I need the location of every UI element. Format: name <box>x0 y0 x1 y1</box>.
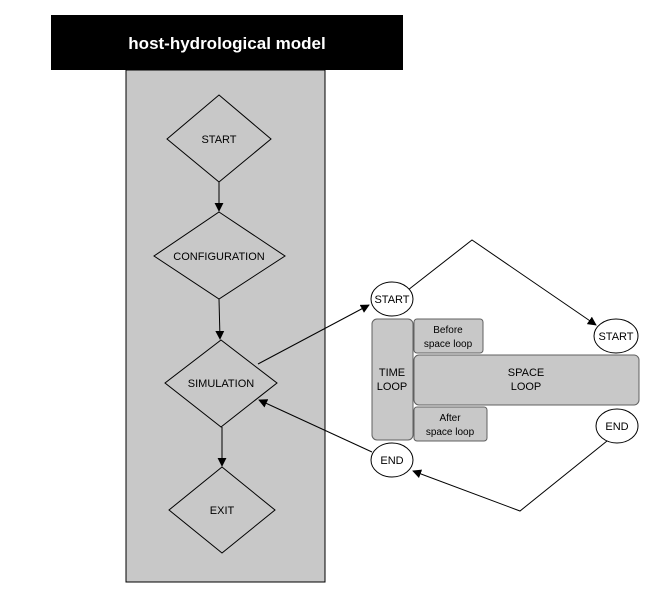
time-loop-label-line1: TIME <box>379 367 405 379</box>
space-loop-label-line2: LOOP <box>511 381 542 393</box>
time-loop-end-label: END <box>380 455 403 467</box>
model-column <box>125 69 326 583</box>
space-loop-end-label: END <box>605 421 628 433</box>
before-space-loop-line2: space loop <box>424 339 473 350</box>
after-space-loop-box <box>413 406 488 442</box>
space-loop-end-circle <box>595 408 639 444</box>
after-space-loop-line1: After <box>439 413 461 424</box>
after-space-loop-line2: space loop <box>426 427 475 438</box>
before-space-loop-line1: Before <box>433 325 463 336</box>
arrow-time-end-to-simulation <box>258 399 373 453</box>
space-loop-start-circle <box>593 318 639 354</box>
time-loop-bar <box>371 318 414 441</box>
time-loop-label-line2: LOOP <box>377 381 408 393</box>
time-loop-end-circle <box>370 442 414 478</box>
simulation-diamond <box>164 339 278 428</box>
space-loop-label-line1: SPACE <box>508 367 544 379</box>
start-label: START <box>201 134 236 146</box>
arrow-space-end-to-time-end <box>412 440 608 512</box>
simulation-label: SIMULATION <box>188 378 254 390</box>
space-loop-box <box>413 354 640 406</box>
arrow-simulation-to-time-start <box>257 304 370 365</box>
time-loop-start-label: START <box>374 294 409 306</box>
arrow-time-start-to-space-start <box>407 239 597 326</box>
before-space-loop-box <box>413 318 484 354</box>
diagram-title: host-hydrological model <box>128 34 325 53</box>
configuration-label: CONFIGURATION <box>173 251 265 263</box>
title-bar <box>51 15 403 70</box>
arrow-configuration-to-simulation <box>215 298 225 340</box>
exit-label: EXIT <box>210 505 235 517</box>
time-loop-start-circle <box>370 281 414 317</box>
space-loop-start-label: START <box>598 331 633 343</box>
exit-diamond <box>168 466 276 554</box>
